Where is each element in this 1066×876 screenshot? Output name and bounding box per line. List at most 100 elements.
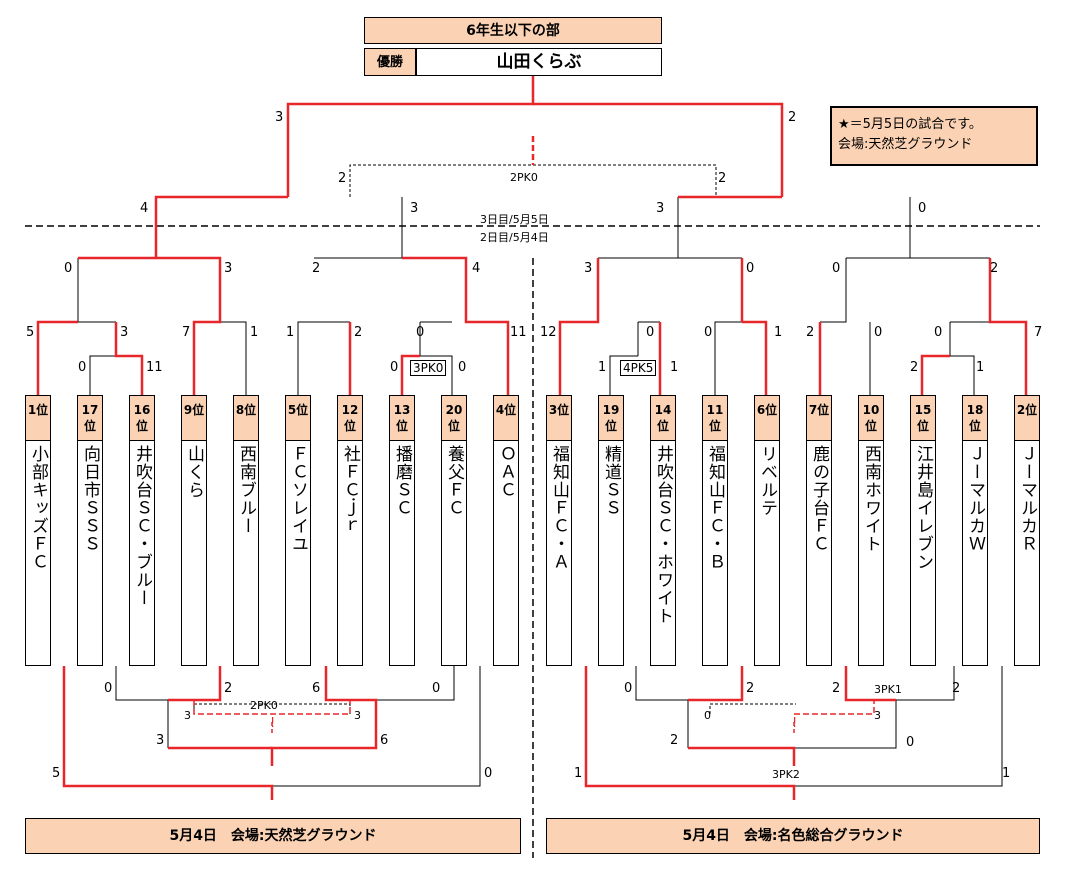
score-lb-l3-left: 3: [184, 709, 191, 722]
score-r1-2-right: 0: [458, 360, 467, 375]
score-qf1-left: 0: [64, 261, 73, 276]
score-sf-r-left: 3: [656, 201, 665, 216]
score-lb-l5-right: 0: [484, 766, 493, 781]
score-lb-l4-left: 3: [156, 733, 165, 748]
score-lb-r3-right: 3: [874, 709, 881, 722]
score-r2-2-left: 7: [182, 325, 191, 340]
team-name: ＯＡＣ: [493, 441, 519, 666]
team-name: ＪーマルカＲ: [1014, 441, 1040, 666]
team-name: 西南ホワイト: [858, 441, 884, 666]
team-name: 福知山ＦＣ・Ｂ: [702, 441, 728, 666]
team-name: 井吹台ＳＣ・ブルー: [129, 441, 155, 666]
team-rank: 4位: [493, 395, 519, 441]
legend-note-line2: 会場:天然芝グラウンド: [838, 137, 973, 152]
team-name: 小部キッズＦＣ: [25, 441, 51, 666]
score-r2-5-left: 12: [540, 325, 557, 340]
team-rank: 13位: [389, 395, 415, 441]
team-name: 精道ＳＳ: [598, 441, 624, 666]
score-r2-8-right: 7: [1034, 325, 1043, 340]
exclamation-mark: !: [270, 716, 276, 731]
score-qf1-right: 3: [224, 261, 233, 276]
score-lb-r2-pk: 3PK1: [874, 683, 902, 696]
team-rank: 11位: [702, 395, 728, 441]
score-lb-r2-left: 2: [832, 681, 841, 696]
team-name: 井吹台ＳＣ・ホワイト: [650, 441, 676, 666]
score-r1-4-right: 1: [976, 360, 985, 375]
score-third-left: 2: [338, 171, 347, 186]
team-rank: 19位: [598, 395, 624, 441]
score-r1-2-pk: 3PK0: [410, 360, 447, 376]
team-name: 西南ブルー: [233, 441, 259, 666]
score-r2-1-right: 3: [120, 325, 129, 340]
score-lb-l2-left: 6: [312, 681, 321, 696]
score-r1-2-left: 0: [390, 360, 399, 375]
score-qf4-right: 2: [990, 261, 999, 276]
score-lb-l5-left: 5: [52, 766, 61, 781]
score-r1-1-left: 0: [78, 360, 87, 375]
score-lb-r3-left: 0: [704, 709, 711, 722]
team-name: ＪーマルカＷ: [962, 441, 988, 666]
score-r2-7-right: 0: [874, 325, 883, 340]
team-rank: 3位: [546, 395, 572, 441]
team-name: 福知山ＦＣ・Ａ: [546, 441, 572, 666]
score-r2-5-right: 0: [646, 325, 655, 340]
team-rank: 20位: [441, 395, 467, 441]
team-rank: 12位: [337, 395, 363, 441]
score-r2-6-right: 1: [774, 325, 783, 340]
score-lb-r5-pk: 3PK2: [772, 768, 800, 781]
score-lb-r2-right: 2: [952, 681, 961, 696]
legend-note-line1: ★＝5月5日の試合です。: [838, 117, 982, 132]
score-r1-1-right: 11: [146, 360, 163, 375]
team-rank: 1位: [25, 395, 51, 441]
score-r1-4-left: 2: [910, 360, 919, 375]
score-lb-l4-right: 6: [380, 733, 389, 748]
score-r2-7-left: 2: [806, 325, 815, 340]
score-lb-l1-right: 2: [224, 681, 233, 696]
team-rank: 18位: [962, 395, 988, 441]
score-qf2-left: 2: [312, 261, 321, 276]
score-lb-l2-right: 0: [432, 681, 441, 696]
score-qf2-right: 4: [472, 261, 481, 276]
score-qf3-left: 3: [584, 261, 593, 276]
score-r1-3-pk: 4PK5: [620, 360, 657, 376]
score-r2-4-right: 11: [510, 325, 527, 340]
team-name: 山くら: [181, 441, 207, 666]
team-name: ＦＣソレイユ: [285, 441, 311, 666]
score-qf3-right: 0: [746, 261, 755, 276]
team-rank: 2位: [1014, 395, 1040, 441]
score-sf-l-left: 4: [140, 201, 149, 216]
team-name: 養父ＦＣ: [441, 441, 467, 666]
footer-venue-right: 5月4日 会場:名色総合グラウンド: [546, 818, 1040, 854]
team-name: 鹿の子台ＦＣ: [806, 441, 832, 666]
exclamation-mark: !: [792, 716, 798, 731]
score-lb-r1-left: 0: [624, 681, 633, 696]
team-rank: 6位: [754, 395, 780, 441]
division-title: 6年生以下の部: [364, 17, 662, 44]
score-lb-r4-left: 2: [670, 733, 679, 748]
score-r2-3-left: 1: [286, 325, 295, 340]
team-name: 播磨ＳＣ: [389, 441, 415, 666]
score-lb-r1-right: 2: [746, 681, 755, 696]
score-final-left: 3: [275, 110, 284, 125]
score-r2-8-left: 0: [934, 325, 943, 340]
day3-label: 3日目/5月5日: [480, 213, 549, 226]
score-lb-l1-left: 0: [104, 681, 113, 696]
score-lb-r5-right: 1: [1002, 766, 1011, 781]
team-rank: 5位: [285, 395, 311, 441]
footer-venue-left: 5月4日 会場:天然芝グラウンド: [25, 818, 521, 854]
team-rank: 16位: [129, 395, 155, 441]
team-name: リベルテ: [754, 441, 780, 666]
score-lb-l3-right: 3: [354, 709, 361, 722]
team-rank: 8位: [233, 395, 259, 441]
score-lb-r4-right: 0: [906, 735, 915, 750]
score-r1-3-right: 1: [670, 360, 679, 375]
team-rank: 10位: [858, 395, 884, 441]
score-sf-l-right: 3: [410, 201, 419, 216]
team-rank: 17位: [77, 395, 103, 441]
score-qf4-left: 0: [832, 261, 841, 276]
team-name: 向日市ＳＳＳ: [77, 441, 103, 666]
score-third-pk: 2PK0: [510, 171, 538, 184]
score-third-right: 2: [718, 171, 727, 186]
team-rank: 9位: [181, 395, 207, 441]
